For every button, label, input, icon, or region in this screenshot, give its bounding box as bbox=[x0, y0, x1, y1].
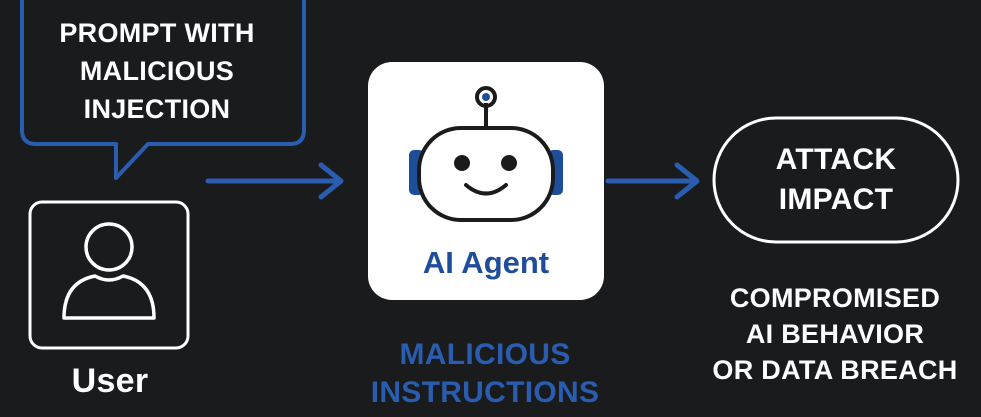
user-label: User bbox=[71, 362, 149, 400]
arrow-right-icon bbox=[605, 162, 700, 200]
result-label: COMPROMISED AI BEHAVIOR OR DATA BREACH bbox=[690, 280, 980, 388]
prompt-line: MALICIOUS bbox=[79, 56, 235, 86]
result-line: OR DATA BREACH bbox=[712, 355, 958, 385]
malicious-line: MALICIOUS bbox=[399, 338, 571, 371]
malicious-instructions-label: MALICIOUS INSTRUCTIONS bbox=[350, 336, 620, 412]
user-icon bbox=[62, 222, 156, 320]
prompt-bubble bbox=[20, 0, 306, 180]
prompt-text: PROMPT WITH MALICIOUS INJECTION bbox=[28, 14, 286, 128]
arrow-right-icon bbox=[205, 162, 344, 200]
attack-impact-label: ATTACK IMPACT bbox=[712, 140, 960, 220]
malicious-line: INSTRUCTIONS bbox=[370, 376, 600, 409]
user-box bbox=[28, 200, 190, 350]
agent-label: AI Agent bbox=[422, 245, 550, 280]
prompt-line: PROMPT WITH bbox=[59, 18, 255, 48]
prompt-line: INJECTION bbox=[83, 94, 231, 124]
impact-line: IMPACT bbox=[778, 183, 894, 216]
impact-line: ATTACK bbox=[775, 143, 897, 176]
result-line: AI BEHAVIOR bbox=[745, 319, 925, 349]
result-line: COMPROMISED bbox=[729, 283, 941, 313]
robot-icon bbox=[409, 86, 563, 222]
impact-pill bbox=[712, 116, 960, 244]
